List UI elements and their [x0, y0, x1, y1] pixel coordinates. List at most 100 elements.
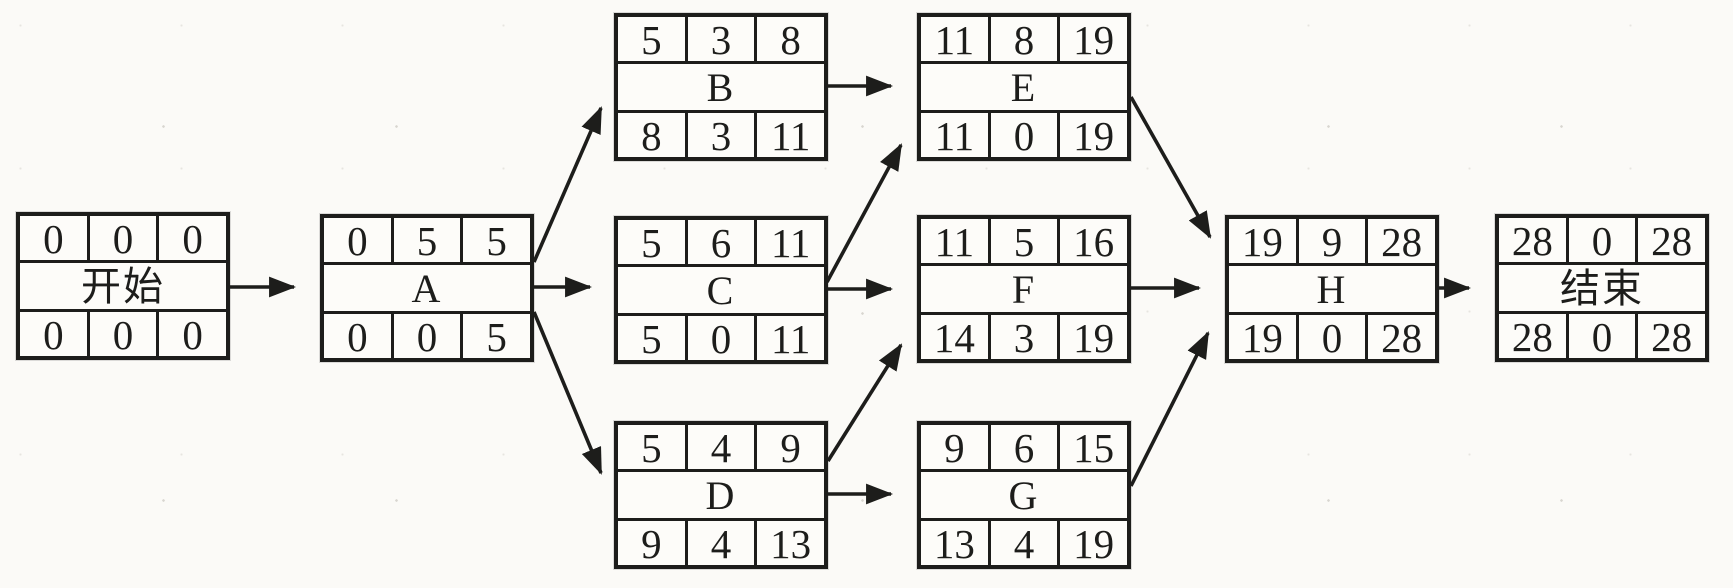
node-end-bottom-row: 28 0 28	[1499, 311, 1705, 358]
node-h-top-row: 19 9 28	[1229, 219, 1435, 263]
node-d: 5 4 9 D 9 4 13	[614, 421, 828, 569]
node-b: 5 3 8 B 8 3 11	[614, 13, 828, 161]
node-start-lf: 0	[156, 312, 226, 356]
edge-d-f	[826, 343, 903, 462]
node-start-ls: 0	[43, 311, 64, 358]
node-c-duration: 6	[684, 220, 755, 264]
node-f-float: 3	[987, 315, 1058, 359]
node-c: 5 6 11 C 5 0 11	[614, 216, 828, 364]
node-a-lf: 5	[460, 314, 530, 358]
node-f-lf: 19	[1057, 315, 1127, 359]
node-c-lf: 11	[754, 316, 824, 360]
node-e-label: E	[921, 61, 1127, 110]
node-e-top-row: 11 8 19	[921, 17, 1127, 61]
node-end-top-row: 28 0 28	[1499, 218, 1705, 262]
node-g-duration: 6	[987, 425, 1058, 469]
node-g-label: G	[921, 469, 1127, 518]
node-h-bottom-row: 19 0 28	[1229, 312, 1435, 359]
node-f-label: F	[921, 263, 1127, 312]
node-a-bottom-row: 0 0 5	[324, 311, 530, 358]
node-b-duration: 3	[684, 17, 755, 61]
node-f-duration: 5	[987, 219, 1058, 263]
node-start-es: 0	[43, 215, 64, 262]
node-b-bottom-row: 8 3 11	[618, 110, 824, 157]
node-start-label: 开始	[20, 260, 226, 309]
node-g-es: 9	[944, 424, 965, 471]
node-d-es: 5	[641, 424, 662, 471]
node-f-bottom-row: 14 3 19	[921, 312, 1127, 359]
node-e-duration: 8	[987, 17, 1058, 61]
node-b-ef: 8	[754, 17, 824, 61]
node-h-label: H	[1229, 263, 1435, 312]
node-end-label: 结束	[1499, 262, 1705, 311]
node-e-es: 11	[934, 16, 975, 63]
node-c-bottom-row: 5 0 11	[618, 313, 824, 360]
node-d-bottom-row: 9 4 13	[618, 518, 824, 565]
node-e-ls: 11	[934, 112, 975, 159]
node-d-ef: 9	[754, 425, 824, 469]
edge-g-h	[1129, 331, 1210, 487]
node-c-top-row: 5 6 11	[618, 220, 824, 264]
node-a-float: 0	[390, 314, 461, 358]
node-c-ls: 5	[641, 315, 662, 362]
node-g: 9 6 15 G 13 4 19	[917, 421, 1131, 569]
node-h: 19 9 28 H 19 0 28	[1225, 215, 1439, 363]
node-h-duration: 9	[1295, 219, 1366, 263]
node-h-es: 19	[1241, 218, 1283, 265]
node-g-top-row: 9 6 15	[921, 425, 1127, 469]
node-d-top-row: 5 4 9	[618, 425, 824, 469]
node-h-lf: 28	[1365, 315, 1435, 359]
edge-a-d	[532, 311, 603, 475]
node-a-label: A	[324, 262, 530, 311]
node-f: 11 5 16 F 14 3 19	[917, 215, 1131, 363]
node-end-es: 28	[1511, 217, 1553, 264]
node-d-lf: 13	[754, 521, 824, 565]
node-g-ls: 13	[933, 520, 975, 567]
node-e-lf: 19	[1057, 113, 1127, 157]
node-e-ef: 19	[1057, 17, 1127, 61]
node-b-label: B	[618, 61, 824, 110]
node-e: 11 8 19 E 11 0 19	[917, 13, 1131, 161]
edge-e-h	[1129, 96, 1212, 239]
node-a: 0 5 5 A 0 0 5	[320, 214, 534, 362]
node-b-ls: 8	[641, 112, 662, 159]
node-c-ef: 11	[754, 220, 824, 264]
edge-a-b	[532, 106, 603, 263]
node-g-lf: 19	[1057, 521, 1127, 565]
node-f-ls: 14	[933, 314, 975, 361]
node-d-float: 4	[684, 521, 755, 565]
node-f-es: 11	[934, 218, 975, 265]
node-g-ef: 15	[1057, 425, 1127, 469]
node-b-lf: 11	[754, 113, 824, 157]
node-b-es: 5	[641, 16, 662, 63]
node-a-ef: 5	[460, 218, 530, 262]
node-b-float: 3	[684, 113, 755, 157]
node-f-top-row: 11 5 16	[921, 219, 1127, 263]
node-end-ef: 28	[1635, 218, 1705, 262]
node-end-lf: 28	[1635, 314, 1705, 358]
node-d-duration: 4	[684, 425, 755, 469]
node-end: 28 0 28 结束 28 0 28	[1495, 214, 1709, 362]
node-start-duration: 0	[86, 216, 157, 260]
node-g-float: 4	[987, 521, 1058, 565]
node-d-ls: 9	[641, 520, 662, 567]
node-e-bottom-row: 11 0 19	[921, 110, 1127, 157]
node-b-top-row: 5 3 8	[618, 17, 824, 61]
node-start-bottom-row: 0 0 0	[20, 309, 226, 356]
node-start-float: 0	[86, 312, 157, 356]
node-a-top-row: 0 5 5	[324, 218, 530, 262]
edge-c-e	[825, 143, 903, 283]
node-end-float: 0	[1565, 314, 1636, 358]
node-d-label: D	[618, 469, 824, 518]
node-start-top-row: 0 0 0	[20, 216, 226, 260]
node-a-es: 0	[347, 217, 368, 264]
node-c-label: C	[618, 264, 824, 313]
node-g-bottom-row: 13 4 19	[921, 518, 1127, 565]
node-end-duration: 0	[1565, 218, 1636, 262]
node-h-float: 0	[1295, 315, 1366, 359]
node-c-float: 0	[684, 316, 755, 360]
node-e-float: 0	[987, 113, 1058, 157]
node-start: 0 0 0 开始 0 0 0	[16, 212, 230, 360]
